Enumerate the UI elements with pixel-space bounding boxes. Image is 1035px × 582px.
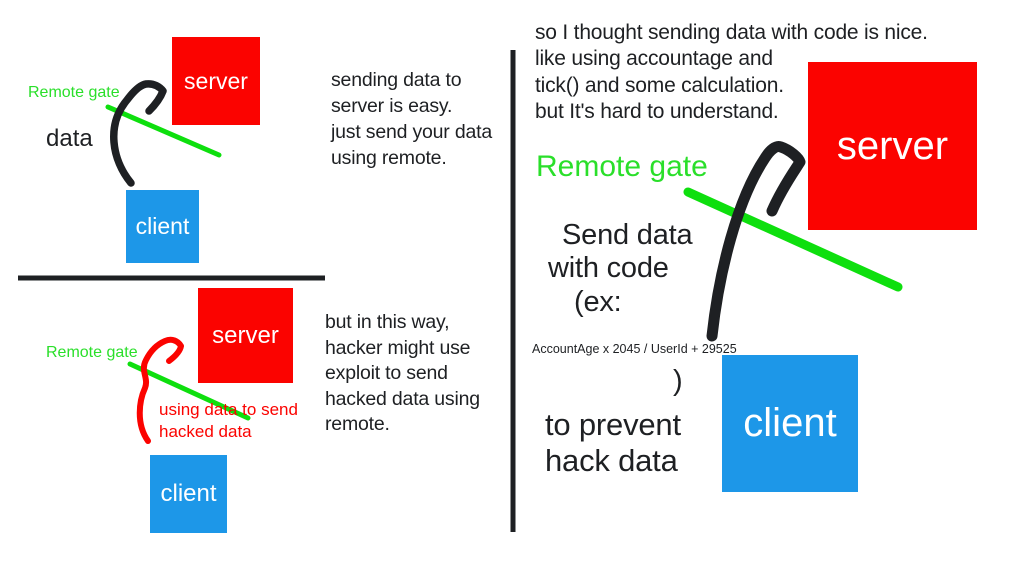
server-box: server: [172, 37, 260, 125]
server-box-label: server: [836, 123, 949, 168]
client-box: client: [126, 190, 199, 263]
client-box: client: [150, 455, 227, 533]
hacked-data-note: using data to send hacked data: [159, 400, 298, 441]
server-box-label: server: [184, 67, 248, 94]
data-label: data: [46, 125, 93, 152]
client-box-label: client: [743, 401, 837, 445]
right-intro-caption: so I thought sending data with code is n…: [535, 21, 928, 123]
client-box: client: [722, 355, 858, 492]
remote-gate-label: Remote gate: [46, 344, 138, 361]
example-formula: AccountAge x 2045 / UserId + 29525: [532, 342, 737, 356]
send-data-line-3: (ex:: [574, 286, 622, 318]
client-to-server-arrow-top-left: [110, 80, 167, 187]
remote-gate-label: Remote gate: [28, 84, 120, 101]
top-left-caption: sending data to server is easy. just sen…: [331, 69, 492, 169]
right-outro-caption: to prevent hack data: [545, 407, 681, 478]
client-box-label: client: [160, 480, 217, 507]
server-box: server: [808, 62, 977, 230]
server-box: server: [198, 288, 293, 383]
client-to-server-arrow-right: [706, 141, 806, 342]
close-paren: ): [673, 365, 683, 397]
bottom-left-caption: but in this way, hacker might use exploi…: [325, 311, 480, 435]
client-box-label: client: [135, 213, 190, 239]
send-data-line-1: Send data: [562, 219, 693, 251]
server-box-label: server: [212, 321, 279, 349]
send-data-line-2: with code: [548, 252, 669, 284]
remote-gate-label: Remote gate: [536, 150, 708, 183]
